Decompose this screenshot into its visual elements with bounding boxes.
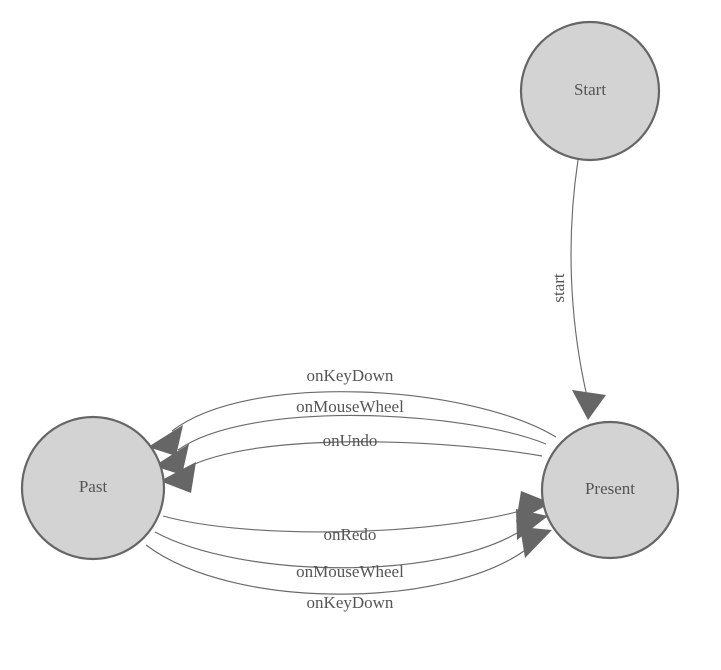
- edge-present-to-past-onmousewheel[interactable]: onMouseWheel: [154, 397, 547, 475]
- arrowhead-into-past-3: [160, 462, 196, 493]
- edge-start-to-present[interactable]: start: [549, 159, 606, 420]
- node-start-label: Start: [574, 80, 606, 99]
- edge-past-to-present-onredo[interactable]: onRedo: [162, 491, 551, 544]
- edge-present-to-past-onkeydown[interactable]: onKeyDown: [148, 366, 557, 456]
- arrowhead-into-past-1: [148, 425, 183, 456]
- node-start-circle: [519, 20, 661, 162]
- node-past-label: Past: [79, 477, 108, 496]
- node-past-circle: [20, 415, 166, 561]
- edge-past-to-present-onmousewheel[interactable]: onMouseWheel: [154, 509, 548, 581]
- edge-present-to-past-onundo-path: [185, 441, 543, 469]
- edge-present-to-past-onundo[interactable]: onUndo: [160, 431, 543, 493]
- edge-label-start: start: [549, 273, 568, 303]
- edge-past-to-present-onredo-path: [162, 509, 525, 533]
- edge-present-to-past-onkeydown-path: [171, 391, 557, 438]
- edge-label-past-present-onmousewheel: onMouseWheel: [296, 562, 404, 581]
- node-present-circle: [540, 420, 680, 560]
- node-present[interactable]: Present: [540, 420, 680, 560]
- arrowhead-into-present-top: [572, 390, 606, 420]
- edge-start-to-present-path: [570, 159, 587, 393]
- node-present-label: Present: [585, 479, 635, 498]
- edge-label-present-past-onmousewheel: onMouseWheel: [296, 397, 404, 416]
- arrowhead-into-present-3: [520, 527, 552, 558]
- edge-past-to-present-onmousewheel-path: [154, 529, 523, 569]
- node-start[interactable]: Start: [519, 20, 661, 162]
- arrowhead-into-past-2: [154, 444, 189, 475]
- edge-label-past-present-onredo: onRedo: [324, 525, 377, 544]
- edge-present-to-past-onmousewheel-path: [177, 414, 547, 451]
- edge-past-to-present-onkeydown[interactable]: onKeyDown: [145, 527, 552, 612]
- node-past[interactable]: Past: [20, 415, 166, 561]
- edge-label-present-past-onundo: onUndo: [323, 431, 378, 450]
- edge-label-present-past-onkeydown: onKeyDown: [307, 366, 394, 385]
- edge-past-to-present-onkeydown-path: [145, 544, 529, 595]
- edge-label-past-present-onkeydown: onKeyDown: [307, 593, 394, 612]
